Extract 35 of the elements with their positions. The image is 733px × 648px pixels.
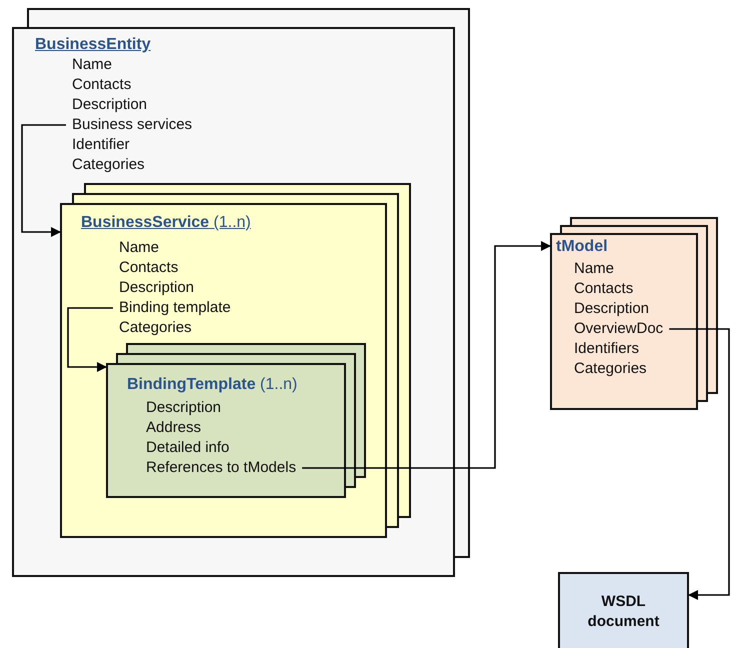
field-name: Name — [72, 55, 112, 75]
document-box — [558, 572, 689, 648]
field-name: Description — [119, 278, 194, 298]
field-name: OverviewDoc — [574, 319, 664, 339]
field-name: Binding template — [119, 298, 231, 318]
field-name: Identifiers — [574, 339, 640, 359]
field-name: Address — [146, 418, 202, 438]
service-card — [60, 203, 387, 538]
entity-heading: tModel — [556, 237, 608, 257]
field-name: Contacts — [119, 258, 178, 278]
template-card — [106, 363, 346, 498]
arrow — [21, 124, 66, 237]
entity-card — [12, 27, 455, 577]
field-name: Description — [146, 398, 222, 418]
field-name: Business services — [72, 115, 192, 135]
field-name: Name — [574, 259, 614, 279]
field-name: Detailed info — [146, 438, 230, 458]
arrow — [669, 328, 730, 600]
field-name: Contacts — [574, 279, 634, 299]
arrow — [67, 307, 113, 372]
field-name: Description — [72, 95, 148, 115]
field-name: Identifier — [72, 135, 130, 155]
field-name: References to tModels — [146, 458, 296, 478]
tmodel-card — [550, 233, 698, 410]
field-name: Categories — [119, 318, 192, 338]
field-name: Description — [574, 299, 650, 319]
box-title: WSDL document — [586, 592, 660, 632]
entity-heading: BusinessEntity — [35, 35, 151, 55]
field-name: Categories — [574, 359, 647, 379]
entity-heading: BindingTemplate (1..n) — [127, 375, 298, 395]
arrow — [302, 241, 551, 469]
entity-heading: BusinessService (1..n) — [81, 213, 251, 233]
field-name: Name — [119, 238, 160, 258]
field-name: Contacts — [72, 75, 132, 95]
field-name: Categories — [72, 155, 145, 175]
